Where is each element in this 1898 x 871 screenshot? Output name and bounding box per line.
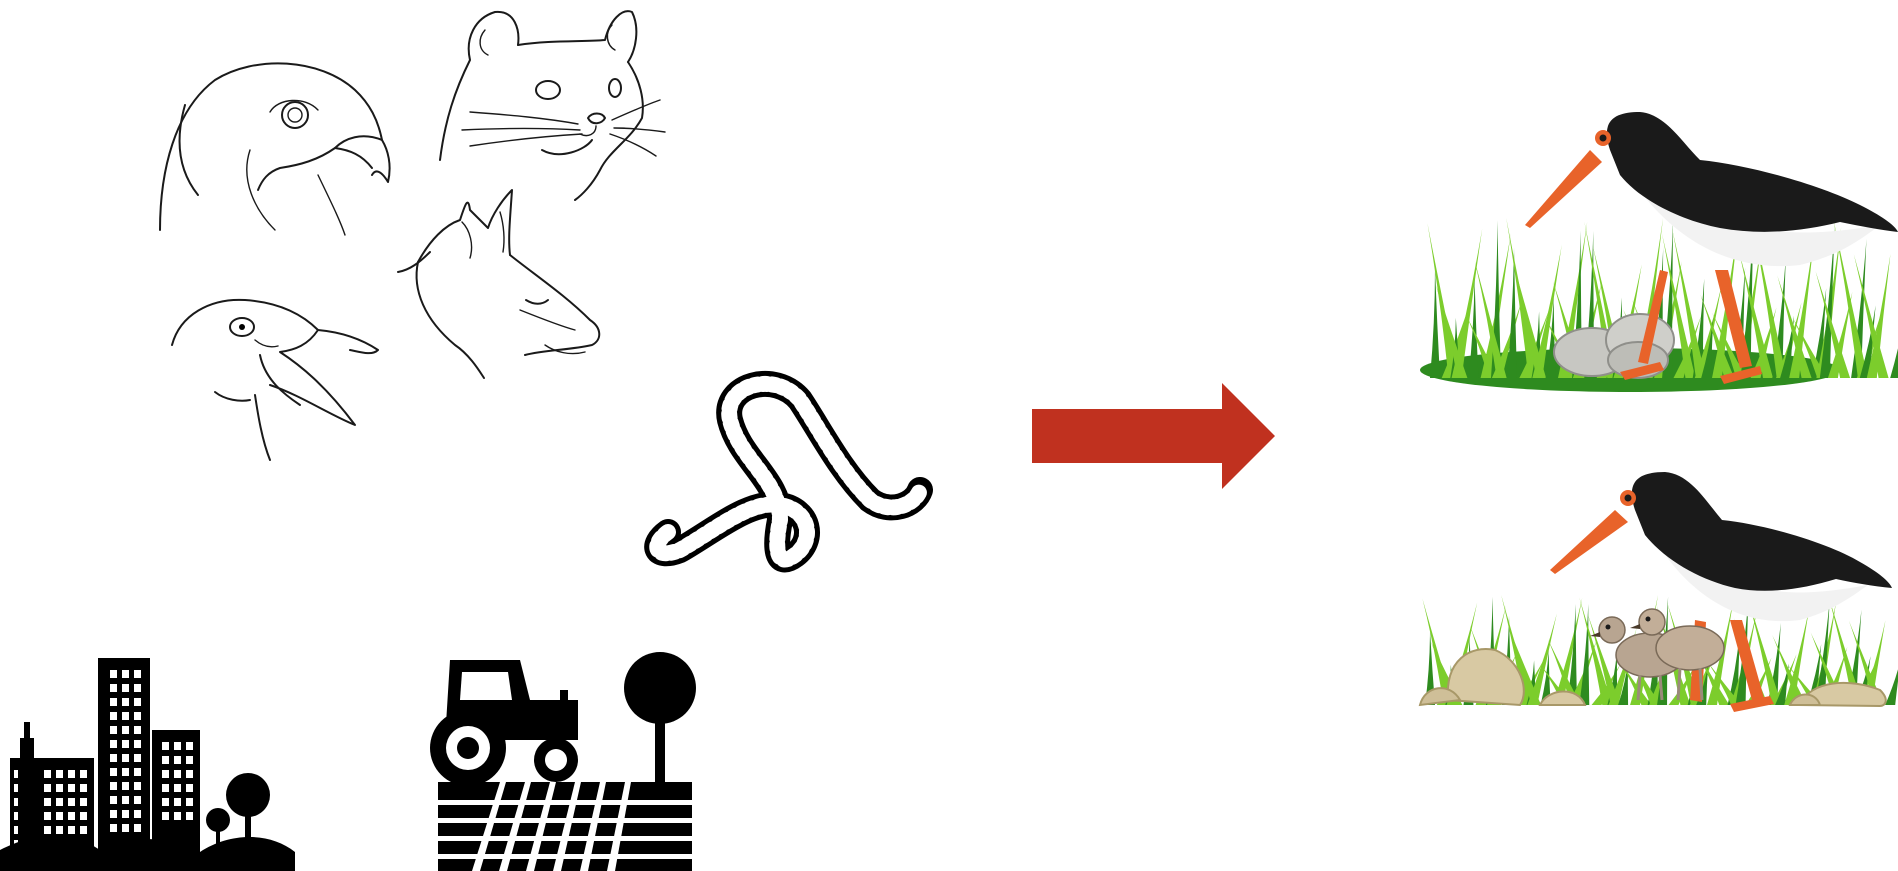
earthworm-icon xyxy=(657,384,920,560)
falcon-head-sketch-icon xyxy=(160,63,390,235)
fox-head-sketch-icon xyxy=(398,190,599,378)
farm-tractor-field-icon xyxy=(430,652,696,871)
oystercatcher-with-chicks xyxy=(1420,472,1898,712)
city-skyline-icon xyxy=(0,658,295,871)
gull-head-sketch-icon xyxy=(172,300,378,460)
weasel-head-sketch-icon xyxy=(440,11,665,200)
oystercatcher-with-eggs xyxy=(1420,112,1898,392)
right-arrow xyxy=(1032,383,1275,489)
